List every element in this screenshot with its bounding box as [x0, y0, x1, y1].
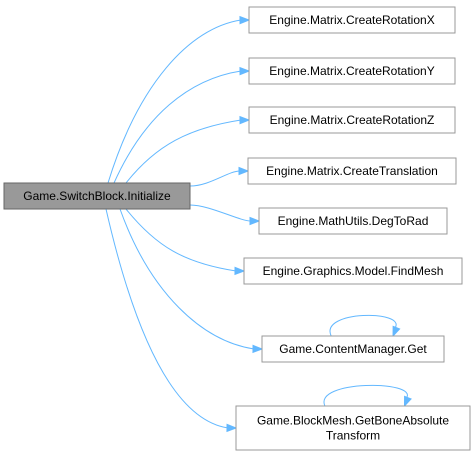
edge-to-n6 — [125, 208, 237, 272]
edge-arrow-n2 — [239, 66, 251, 76]
self-loop-arrow-n8 — [403, 395, 412, 408]
node-n4-box — [247, 157, 457, 185]
node-n2[interactable]: Engine.Matrix.CreateRotationY — [248, 57, 456, 85]
node-n1-label-line-0: Engine.Matrix.CreateRotationX — [269, 13, 434, 27]
edge-arrow-n5 — [249, 216, 261, 226]
edge-arrow-n8 — [226, 423, 238, 433]
node-n7-label-line-0: Game.ContentManager.Get — [279, 342, 427, 356]
node-n8-label-line-0: Game.BlockMesh.GetBoneAbsolute — [257, 414, 449, 428]
edge-to-n8 — [105, 208, 229, 429]
node-n6-box — [243, 257, 463, 285]
node-n4[interactable]: Engine.Matrix.CreateTranslation — [247, 157, 457, 185]
edge-to-n5 — [189, 204, 252, 222]
node-n3-label-line-0: Engine.Matrix.CreateRotationZ — [270, 113, 435, 127]
node-n4-label-line-0: Engine.Matrix.CreateTranslation — [266, 164, 438, 178]
graph-nodes: Game.SwitchBlock.Initialize Engine.Matrix… — [3, 6, 471, 451]
node-n3[interactable]: Engine.Matrix.CreateRotationZ — [248, 106, 456, 134]
node-n2-box — [248, 57, 456, 85]
node-n3-box — [248, 106, 456, 134]
node-n7-box — [261, 335, 445, 363]
edge-to-n7 — [119, 208, 255, 350]
edge-arrow-n6 — [234, 266, 246, 276]
node-source-label: Game.SwitchBlock.Initialize — [23, 189, 171, 203]
node-n8-box — [235, 405, 471, 451]
node-n6-label-line-0: Engine.Graphics.Model.FindMesh — [263, 264, 444, 278]
node-n8-label-line-1: Transform — [326, 429, 380, 443]
node-n2-label-line-0: Engine.Matrix.CreateRotationY — [269, 64, 434, 78]
node-n6[interactable]: Engine.Graphics.Model.FindMesh — [243, 257, 463, 285]
edge-arrow-n4 — [238, 166, 250, 176]
node-n5[interactable]: Engine.MathUtils.DegToRad — [258, 207, 448, 235]
node-n7[interactable]: Game.ContentManager.Get — [261, 335, 445, 363]
edge-to-n1 — [107, 19, 242, 184]
edge-to-n4 — [189, 170, 241, 187]
edge-to-n2 — [113, 70, 242, 184]
edge-arrow-n3 — [239, 115, 251, 125]
node-n1[interactable]: Engine.Matrix.CreateRotationX — [248, 6, 456, 34]
self-loop-n8 — [323, 384, 408, 407]
node-source[interactable]: Game.SwitchBlock.Initialize — [3, 182, 191, 210]
call-edges — [105, 15, 412, 433]
node-source-box — [3, 182, 191, 210]
edge-to-n3 — [125, 119, 242, 184]
node-n1-box — [248, 6, 456, 34]
self-loop-arrow-n7 — [392, 325, 401, 338]
node-n5-box — [258, 207, 448, 235]
self-loop-n7 — [329, 314, 397, 337]
edge-arrow-n1 — [239, 15, 251, 25]
edge-arrow-n7 — [252, 344, 264, 354]
node-n5-label-line-0: Engine.MathUtils.DegToRad — [278, 214, 429, 228]
